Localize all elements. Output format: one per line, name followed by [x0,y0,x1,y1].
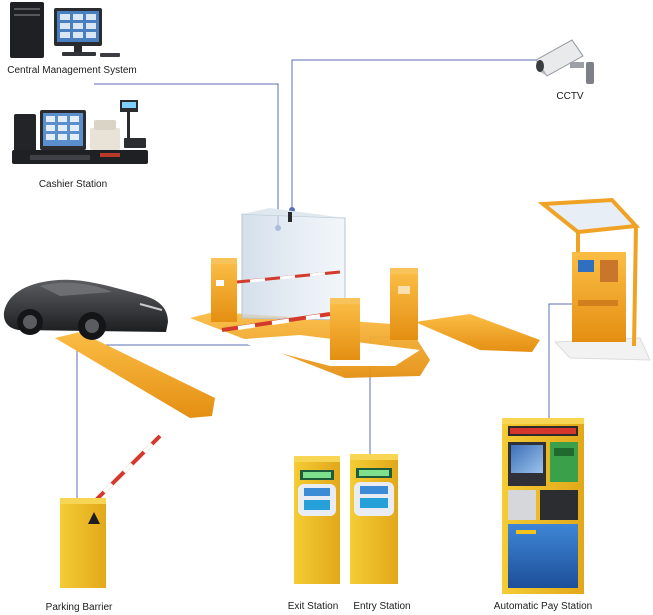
central-management-label: Central Management System [7,65,137,76]
car [3,279,168,340]
exit-barrier-booth [330,298,360,360]
cctv-label: CCTV [556,91,584,102]
cashier-station-equipment [12,100,148,164]
parking-barrier-label: Parking Barrier [45,602,113,613]
glass-booth [241,208,346,321]
central-management-computer [10,2,120,58]
entry-station-kiosk [350,454,398,584]
automatic-pay-station-label: Automatic Pay Station [493,601,593,612]
connector-central [94,83,279,228]
connector-cctv [291,59,540,210]
parking-barrier-unit [60,434,162,588]
cctv-camera [535,39,594,84]
exit-station-label: Exit Station [287,601,339,612]
entry-barrier-booth [211,258,237,322]
automatic-pay-station-kiosk [502,418,584,594]
cashier-station-label: Cashier Station [38,179,108,190]
exit-station-kiosk [294,456,340,584]
lane-islands [55,312,651,418]
entry-station-label: Entry Station [353,601,411,612]
ticket-station [390,268,418,340]
pay-kiosk-canopy [537,197,641,347]
